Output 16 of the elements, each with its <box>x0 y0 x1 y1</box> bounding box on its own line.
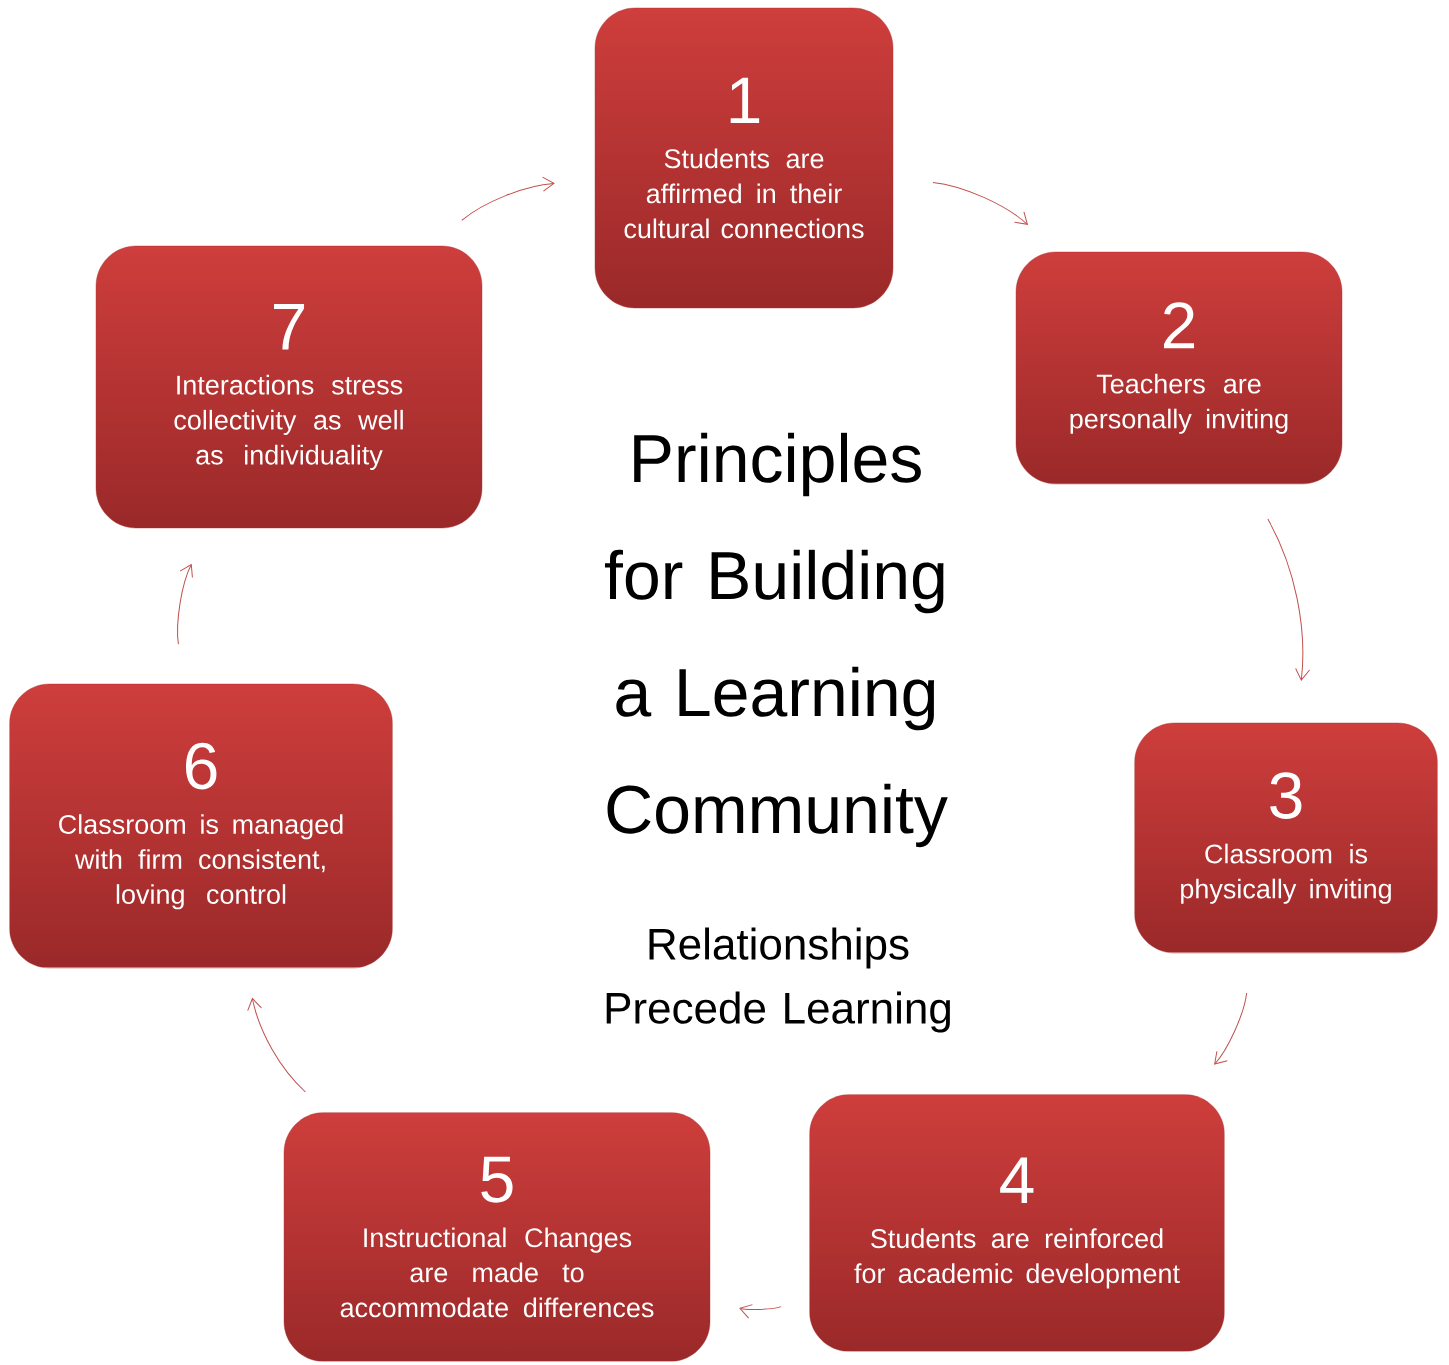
step-box: 1 Students are affirmed in their cultural connections <box>594 7 894 309</box>
step-box: 5 Instructional Changes are made to accommodate differences <box>283 1112 711 1362</box>
arrow <box>1267 518 1311 681</box>
step-box: 6 Classroom is managed with firm consistent, loving control <box>9 683 393 969</box>
step-box: 7 Interactions stress collectivity as well as individuality <box>95 245 483 529</box>
title: Principles for Building a Learning Community <box>605 432 948 848</box>
arrow <box>177 564 193 645</box>
arrow <box>1214 992 1248 1065</box>
arrow <box>461 176 555 221</box>
step-box: 4 Students are reinforced for academic development <box>809 1094 1225 1352</box>
arrow <box>932 181 1028 225</box>
step-box: 3 Classroom is physically inviting <box>1134 722 1438 954</box>
caption: Relationships Precede Learning <box>606 927 950 1033</box>
step-box: 2 Teachers are personally inviting <box>1015 251 1343 485</box>
arrow <box>739 1304 782 1319</box>
arrow <box>247 998 306 1093</box>
